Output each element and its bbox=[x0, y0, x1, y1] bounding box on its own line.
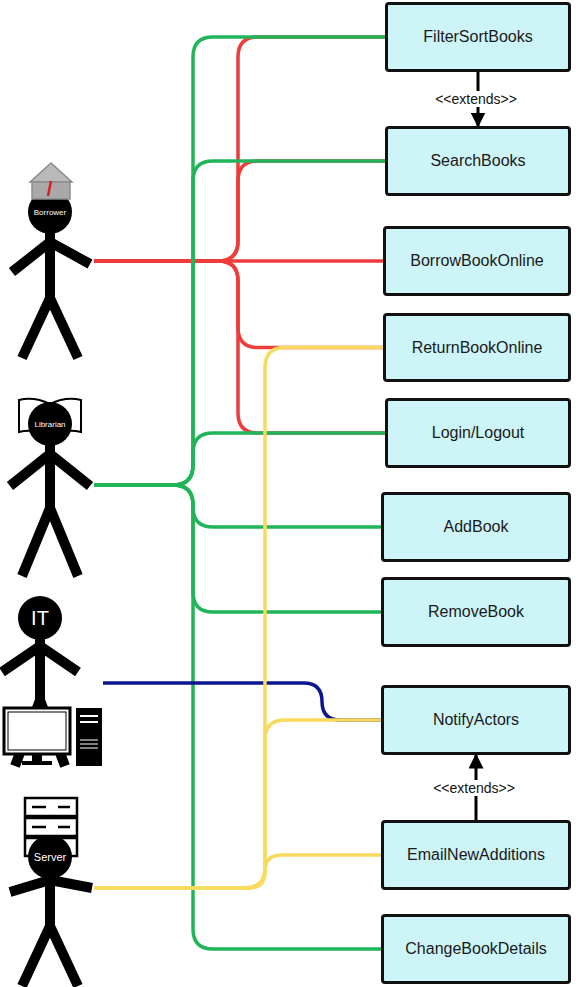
association-line bbox=[94, 348, 383, 889]
actor-name: IT bbox=[31, 607, 49, 630]
use-case-name: Login/Logout bbox=[432, 424, 525, 442]
association-line bbox=[94, 161, 385, 485]
actor: Librarian bbox=[8, 396, 94, 578]
association-line bbox=[94, 37, 385, 261]
edge-label: <<extends>> bbox=[431, 780, 517, 796]
use-case-box: ReturnBookOnline bbox=[383, 313, 571, 382]
actor-name: Server bbox=[34, 851, 66, 863]
actor-head bbox=[18, 596, 62, 640]
use-case-box: ChangeBookDetails bbox=[381, 914, 571, 984]
use-case-name: BorrowBookOnline bbox=[410, 252, 543, 270]
use-case-name: RemoveBook bbox=[428, 603, 524, 621]
use-case-box: SearchBooks bbox=[385, 126, 571, 196]
use-case-name: NotifyActors bbox=[433, 711, 519, 729]
use-case-box: NotifyActors bbox=[381, 685, 571, 755]
association-line bbox=[94, 433, 385, 485]
association-line bbox=[94, 485, 381, 612]
use-case-box: RemoveBook bbox=[381, 577, 571, 647]
use-case-name: AddBook bbox=[444, 518, 509, 536]
actor-name: Borrower bbox=[34, 208, 66, 217]
actor-head bbox=[28, 835, 72, 879]
use-case-name: SearchBooks bbox=[430, 152, 525, 170]
use-case-name: EmailNewAdditions bbox=[407, 846, 545, 864]
use-case-name: ReturnBookOnline bbox=[412, 339, 543, 357]
use-case-box: AddBook bbox=[381, 492, 571, 562]
actor-head bbox=[28, 402, 72, 446]
librarian-figure bbox=[10, 444, 90, 576]
actor-name: Librarian bbox=[34, 420, 65, 429]
use-case-box: Login/Logout bbox=[385, 398, 571, 468]
graduation-cap bbox=[30, 163, 72, 199]
use-case-name: ChangeBookDetails bbox=[405, 940, 546, 958]
use-case-box: EmailNewAdditions bbox=[381, 820, 571, 890]
server-figure bbox=[10, 876, 92, 986]
use-case-name: FilterSortBooks bbox=[423, 28, 532, 46]
actor: IT bbox=[0, 594, 103, 768]
borrower-figure bbox=[12, 230, 90, 358]
association-line bbox=[94, 161, 385, 261]
association-line bbox=[103, 683, 381, 720]
use-case-box: BorrowBookOnline bbox=[383, 226, 571, 296]
association-line bbox=[94, 485, 381, 527]
actor: Server bbox=[8, 796, 94, 986]
it-figure bbox=[2, 638, 78, 766]
association-line bbox=[94, 485, 381, 949]
association-line bbox=[94, 37, 385, 485]
association-line bbox=[94, 720, 381, 888]
actor: Borrower bbox=[8, 160, 94, 360]
computer-icon bbox=[4, 708, 102, 766]
association-line bbox=[94, 855, 381, 888]
edge-label: <<extends>> bbox=[433, 91, 519, 107]
use-case-box: FilterSortBooks bbox=[385, 2, 571, 72]
